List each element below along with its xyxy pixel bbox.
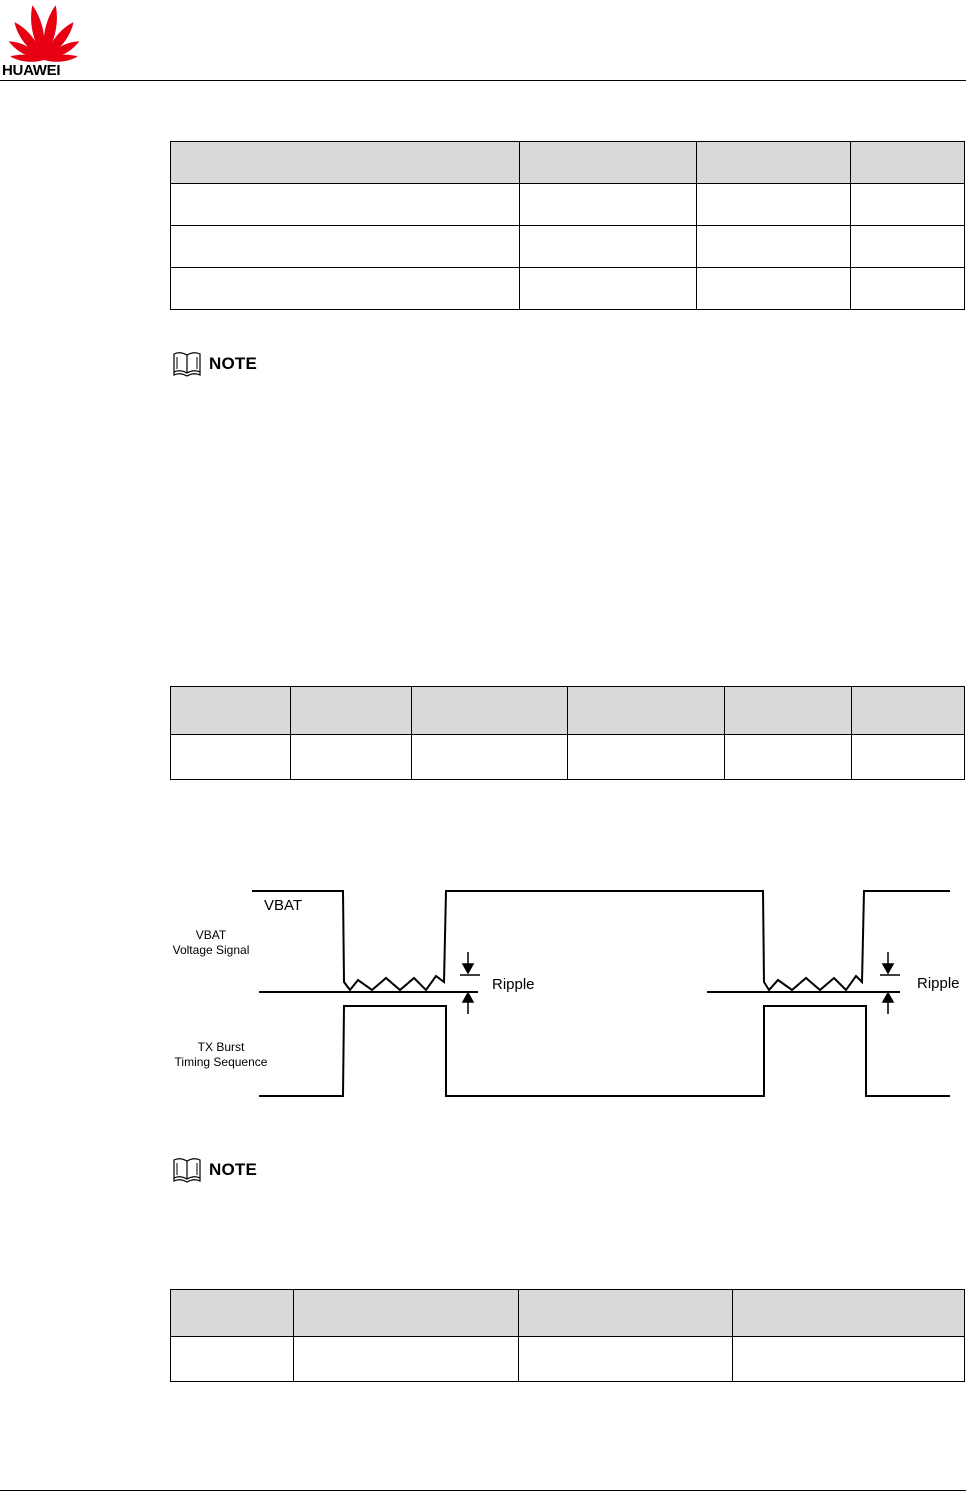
table-row [170, 267, 965, 310]
header-cell [519, 141, 697, 184]
header-cell [170, 1289, 294, 1337]
table-cell [696, 183, 851, 226]
vbat-label: VBAT [264, 897, 302, 914]
table-3 [170, 1289, 965, 1382]
table-row [170, 734, 965, 780]
table-cell [724, 734, 852, 780]
note-label: NOTE [209, 1160, 258, 1179]
note-label: NOTE [209, 354, 258, 373]
table-row [170, 225, 965, 268]
table-cell [170, 183, 520, 226]
vbat-ripple-timing-diagram: VBAT VBAT Voltage Signal TX Burst Timing… [173, 890, 960, 1097]
table-cell [850, 183, 965, 226]
table-row [170, 1336, 965, 1382]
vbat-waveform-segment-1 [252, 890, 950, 992]
book-icon [173, 352, 201, 377]
table-header-row [170, 686, 965, 735]
table-cell [567, 734, 725, 780]
table-cell [519, 225, 697, 268]
header-cell [293, 1289, 519, 1337]
header-cell [732, 1289, 965, 1337]
header-cell [290, 686, 412, 735]
table-cell [850, 267, 965, 310]
table-header-row [170, 1289, 965, 1337]
table-cell [519, 183, 697, 226]
header-cell [170, 141, 520, 184]
table-cell [293, 1336, 519, 1382]
ripple-label-2: Ripple [917, 975, 960, 992]
table-cell [696, 225, 851, 268]
header-cell [411, 686, 568, 735]
header-divider [0, 80, 966, 81]
footer-divider [0, 1490, 966, 1491]
table-cell [850, 225, 965, 268]
vbat-signal-label-1: VBAT [196, 928, 227, 942]
ripple-label-1: Ripple [492, 976, 535, 993]
table-cell [170, 734, 291, 780]
table-1 [170, 141, 965, 310]
note-callout: NOTE [171, 350, 257, 378]
header-cell [850, 141, 965, 184]
table-cell [290, 734, 412, 780]
table-cell [732, 1336, 965, 1382]
table-cell [170, 225, 520, 268]
table-cell [170, 267, 520, 310]
table-row [170, 183, 965, 226]
table-header-row [170, 141, 965, 184]
header-cell [696, 141, 851, 184]
header-cell [851, 686, 965, 735]
table-cell [696, 267, 851, 310]
table-cell [851, 734, 965, 780]
tx-burst-label-1: TX Burst [198, 1040, 245, 1054]
header-cell [170, 686, 291, 735]
huawei-logo: HUAWEI [2, 2, 84, 79]
table-cell [411, 734, 568, 780]
table-cell [518, 1336, 733, 1382]
book-icon [173, 1158, 201, 1183]
header-cell [724, 686, 852, 735]
tx-burst-waveform [259, 1005, 950, 1097]
brand-name: HUAWEI [2, 62, 61, 79]
vbat-signal-label-2: Voltage Signal [173, 943, 250, 957]
table-2 [170, 686, 965, 780]
table-cell [170, 1336, 294, 1382]
header-cell [567, 686, 725, 735]
huawei-petals-logo-icon [8, 5, 80, 62]
table-cell [519, 267, 697, 310]
tx-burst-label-2: Timing Sequence [175, 1055, 268, 1069]
header-cell [518, 1289, 733, 1337]
note-callout: NOTE [171, 1156, 257, 1184]
